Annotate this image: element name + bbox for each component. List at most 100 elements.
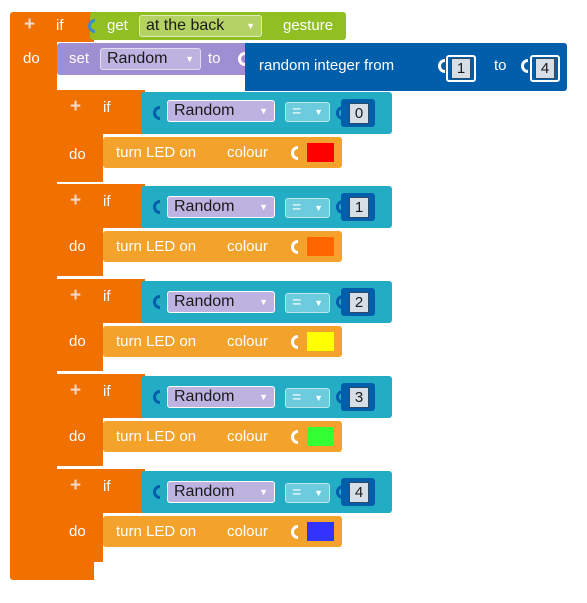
- led-block-2[interactable]: [103, 326, 342, 357]
- input-socket-icon: [291, 525, 298, 539]
- compare-variable-2-value: Random: [174, 293, 235, 310]
- led-0-colour-label: colour: [227, 144, 268, 161]
- compare-variable-4-value: Random: [174, 483, 235, 500]
- compare-value-0-field[interactable]: 0: [349, 103, 369, 124]
- operator-dropdown-1[interactable]: = ▼: [285, 198, 330, 218]
- input-socket-icon: [336, 390, 343, 404]
- input-socket-icon: [153, 390, 160, 404]
- led-2-action: turn LED on: [116, 333, 197, 350]
- operator-dropdown-0[interactable]: = ▼: [285, 102, 330, 122]
- input-socket-icon: [291, 430, 298, 444]
- plus-icon[interactable]: +: [70, 190, 82, 211]
- chevron-down-icon: ▼: [314, 203, 323, 213]
- compare-value-2-field[interactable]: 2: [349, 292, 369, 313]
- input-socket-icon: [153, 295, 160, 309]
- gesture-dropdown[interactable]: at the back ▼: [139, 15, 262, 37]
- led-1-action: turn LED on: [116, 238, 197, 255]
- plus-icon[interactable]: +: [70, 380, 82, 401]
- from-value-field[interactable]: 1: [451, 58, 471, 79]
- input-socket-icon: [238, 52, 245, 66]
- led-4-colour-label: colour: [227, 523, 268, 540]
- chevron-down-icon: ▼: [259, 106, 268, 116]
- do-label: do: [23, 50, 40, 67]
- operator-dropdown-4[interactable]: = ▼: [285, 483, 330, 503]
- if-block-1-spine: [57, 228, 103, 276]
- if-block-1-header[interactable]: [57, 184, 145, 228]
- chevron-down-icon: ▼: [314, 107, 323, 117]
- compare-variable-2[interactable]: Random ▼: [167, 291, 275, 313]
- gesture-label: gesture: [283, 17, 334, 34]
- if-block-0-header[interactable]: [57, 90, 145, 134]
- compare-variable-1[interactable]: Random ▼: [167, 196, 275, 218]
- input-socket-icon: [438, 59, 445, 73]
- compare-variable-4[interactable]: Random ▼: [167, 481, 275, 503]
- compare-value-4-field[interactable]: 4: [349, 482, 369, 503]
- input-socket-icon: [521, 59, 528, 73]
- compare-variable-3-value: Random: [174, 388, 235, 405]
- compare-value-3-field[interactable]: 3: [349, 387, 369, 408]
- compare-variable-0-value: Random: [174, 102, 235, 119]
- outer-if-block[interactable]: [10, 12, 94, 42]
- plus-icon[interactable]: +: [24, 14, 36, 35]
- colour-swatch-4[interactable]: [307, 522, 334, 541]
- if-block-4-header[interactable]: [57, 469, 145, 513]
- if-block-2-header[interactable]: [57, 279, 145, 323]
- led-block-1[interactable]: [103, 231, 342, 262]
- operator-1-value: =: [292, 199, 302, 216]
- if-1-label: if: [103, 193, 111, 210]
- led-2-colour-label: colour: [227, 333, 268, 350]
- input-socket-icon: [153, 106, 160, 120]
- colour-swatch-2[interactable]: [307, 332, 334, 351]
- plus-icon[interactable]: +: [70, 475, 82, 496]
- led-block-4[interactable]: [103, 516, 342, 547]
- operator-0-value: =: [292, 103, 302, 120]
- random-integer-block[interactable]: [245, 43, 567, 91]
- chevron-down-icon: ▼: [314, 393, 323, 403]
- chevron-down-icon: ▼: [259, 202, 268, 212]
- compare-variable-3[interactable]: Random ▼: [167, 386, 275, 408]
- operator-2-value: =: [292, 294, 302, 311]
- outer-if-spine: [10, 40, 57, 578]
- chevron-down-icon: ▼: [259, 297, 268, 307]
- colour-swatch-0[interactable]: [307, 143, 334, 162]
- input-socket-icon: [336, 485, 343, 499]
- gesture-dropdown-value: at the back: [146, 17, 225, 34]
- input-socket-icon: [291, 240, 298, 254]
- compare-variable-0[interactable]: Random ▼: [167, 100, 275, 122]
- input-socket-icon: [153, 485, 160, 499]
- input-socket-icon: [336, 106, 343, 120]
- compare-variable-1-value: Random: [174, 198, 235, 215]
- if-block-0-spine: [57, 134, 103, 182]
- set-to-label: to: [208, 50, 221, 67]
- to-value-field[interactable]: 4: [535, 58, 555, 79]
- operator-dropdown-3[interactable]: = ▼: [285, 388, 330, 408]
- if-block-3-header[interactable]: [57, 374, 145, 418]
- led-3-colour-label: colour: [227, 428, 268, 445]
- led-block-3[interactable]: [103, 421, 342, 452]
- operator-dropdown-2[interactable]: = ▼: [285, 293, 330, 313]
- compare-value-1-field[interactable]: 1: [349, 197, 369, 218]
- input-socket-icon: [336, 200, 343, 214]
- random-to-label: to: [494, 57, 507, 74]
- input-socket-icon: [88, 19, 95, 33]
- led-4-action: turn LED on: [116, 523, 197, 540]
- chevron-down-icon: ▼: [314, 488, 323, 498]
- if-4-label: if: [103, 478, 111, 495]
- do-4-label: do: [69, 523, 86, 540]
- if-label: if: [56, 17, 64, 34]
- if-block-3-spine: [57, 418, 103, 466]
- colour-swatch-1[interactable]: [307, 237, 334, 256]
- if-block-4-spine: [57, 513, 103, 562]
- do-1-label: do: [69, 238, 86, 255]
- plus-icon[interactable]: +: [70, 285, 82, 306]
- colour-swatch-3[interactable]: [307, 427, 334, 446]
- operator-3-value: =: [292, 389, 302, 406]
- variable-dropdown[interactable]: Random ▼: [100, 48, 201, 70]
- chevron-down-icon: ▼: [246, 21, 255, 31]
- input-socket-icon: [153, 200, 160, 214]
- if-3-label: if: [103, 383, 111, 400]
- chevron-down-icon: ▼: [185, 54, 194, 64]
- led-block-0[interactable]: [103, 137, 342, 168]
- do-3-label: do: [69, 428, 86, 445]
- plus-icon[interactable]: +: [70, 96, 82, 117]
